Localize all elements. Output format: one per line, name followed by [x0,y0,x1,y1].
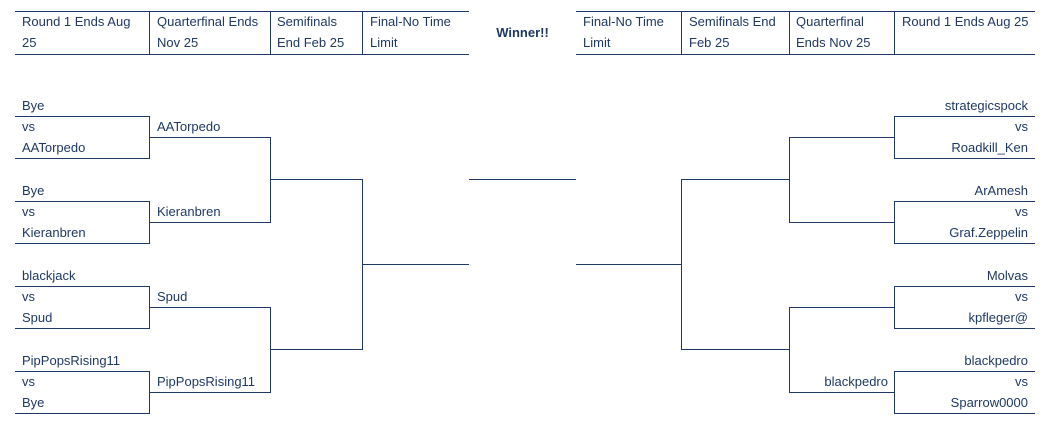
bracket-line [894,116,1035,117]
bracket-line [681,349,789,350]
player-name: Kieranbren [22,225,86,240]
bracket-line [149,392,270,393]
quarterfinal-name: Kieranbren [157,204,221,219]
vs-label: vs [22,289,35,304]
vs-label: vs [1015,119,1028,134]
player-name: Roadkill_Ken [951,140,1028,155]
player-name: Bye [22,98,45,113]
bracket-line [15,158,149,159]
bracket-line [149,222,270,223]
player-name: Graf.Zeppelin [949,225,1028,240]
header-semifinal-left: Semifinals End Feb 25 [277,14,345,50]
header-top-border-left [15,11,469,12]
bracket-line [149,137,270,138]
bracket-line [15,116,149,117]
bracket-line [15,413,149,414]
bracket-line [894,371,1035,372]
player-name: blackjack [22,268,76,283]
bracket-line [270,179,362,180]
header-divider [362,11,363,54]
player-name: ArAmesh [974,183,1028,198]
header-quarterfinal-right: Quarterfinal Ends Nov 25 [796,14,871,50]
header-divider [894,11,895,54]
bracket-line [15,243,149,244]
quarterfinal-name: blackpedro [824,374,888,389]
header-top-border-right [576,11,1035,12]
header-semifinal-right: Semifinals End Feb 25 [689,14,776,50]
header-round1-left: Round 1 Ends Aug 25 [22,14,131,50]
player-name: Bye [22,395,45,410]
header-quarterfinal-left: Quarterfinal Ends Nov 25 [157,14,259,50]
bracket-line [270,137,271,223]
bracket-line [15,286,149,287]
bracket-line [894,243,1035,244]
bracket-line [789,307,790,393]
vs-label: vs [22,119,35,134]
vs-label: vs [22,374,35,389]
player-name: Bye [22,183,45,198]
bracket-line [270,307,271,393]
bracket-line [789,392,894,393]
vs-label: vs [1015,289,1028,304]
bracket-line [15,371,149,372]
bracket-line [789,307,894,308]
bracket-line [15,201,149,202]
bracket-line [789,137,790,223]
player-name: Sparrow0000 [950,395,1028,410]
bracket-line [894,328,1035,329]
header-divider [681,11,682,54]
bracket-line [789,222,894,223]
vs-label: vs [1015,204,1028,219]
bracket-line [576,264,681,265]
header-divider [789,11,790,54]
player-name: PipPopsRising11 [22,353,121,368]
header-bottom-border-right [576,54,1035,55]
header-divider [270,11,271,54]
bracket-line [681,179,789,180]
winner-line [469,179,576,180]
player-name: strategicspock [944,98,1028,113]
bracket-line [894,413,1035,414]
bracket-line [681,179,682,350]
bracket-line [894,201,895,244]
bracket-line [894,158,1035,159]
bracket-line [270,349,362,350]
bracket-line [894,371,895,414]
bracket-line [894,116,895,159]
vs-label: vs [1015,374,1028,389]
player-name: Spud [22,310,53,325]
bracket-line [15,328,149,329]
player-name: AATorpedo [22,140,86,155]
winner-label: Winner!! [496,25,549,40]
bracket-line [894,201,1035,202]
player-name: Molvas [986,268,1028,283]
quarterfinal-name: AATorpedo [157,119,221,134]
bracket-line [894,286,1035,287]
header-divider [149,11,150,54]
bracket-line [362,264,469,265]
bracket-line [149,307,270,308]
bracket-line [789,137,894,138]
player-name: kpfleger@ [968,310,1028,325]
header-bottom-border-left [15,54,469,55]
header-round1-right: Round 1 Ends Aug 25 [902,14,1029,29]
player-name: blackpedro [964,353,1028,368]
header-final-right: Final-No Time Limit [583,14,664,50]
vs-label: vs [22,204,35,219]
bracket-line [894,286,895,329]
quarterfinal-name: Spud [157,289,188,304]
header-final-left: Final-No Time Limit [370,14,451,50]
quarterfinal-name: PipPopsRising11 [157,374,256,389]
